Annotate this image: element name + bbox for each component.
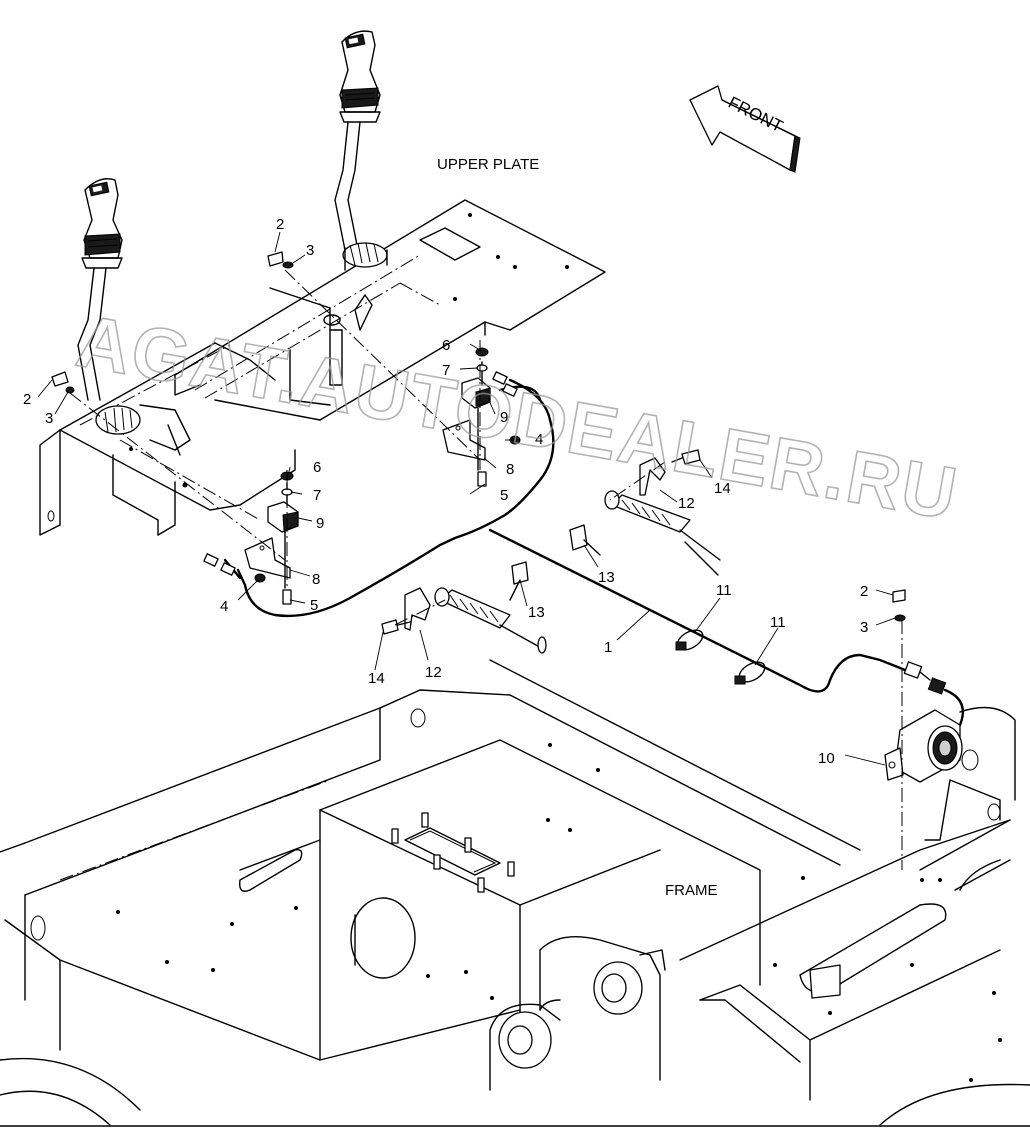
switch-bracket-lower [244,471,299,605]
gas-spring-right [604,457,721,576]
callout-8: 8 [312,571,320,588]
frame [0,659,1030,1126]
callout-5: 5 [310,597,318,614]
callout-7: 7 [313,487,321,504]
joystick-right [334,30,388,271]
callout-8: 8 [506,461,514,478]
callout-1: 1 [604,639,612,656]
callout-11: 11 [716,582,732,599]
callout-5: 5 [500,487,508,504]
callout-4: 4 [220,598,228,615]
callout-6: 6 [442,337,450,354]
callout-10: 10 [818,750,835,767]
cable-harness [223,378,965,727]
callout-2: 2 [276,216,284,233]
callout-9: 9 [316,515,324,532]
callout-3: 3 [45,410,53,427]
callout-7: 7 [442,362,450,379]
callout-13: 13 [528,604,545,621]
callout-13: 13 [598,569,615,586]
cable-clamp [675,629,766,685]
callout-3: 3 [860,619,868,636]
stud [391,812,515,893]
callout-3: 3 [306,242,314,259]
callout-2: 2 [860,583,868,600]
cable-connector [203,371,947,695]
callout-4: 4 [535,431,543,448]
bolt [51,251,906,635]
callout-12: 12 [678,495,695,512]
upper-plate-label: UPPER PLATE [437,156,539,173]
callout-14: 14 [714,480,731,497]
callout-14: 14 [368,670,385,687]
front-arrow: FRONT [689,85,801,173]
gas-spring-left [404,587,547,654]
switch-bracket-upper [442,347,521,487]
callout-6: 6 [313,459,321,476]
frame-label: FRAME [665,882,718,899]
callout-9: 9 [500,409,508,426]
callout-2: 2 [23,391,31,408]
leader-lines [37,231,896,766]
callout-11: 11 [770,614,786,631]
assembly-lines [69,269,903,870]
callout-12: 12 [425,664,442,681]
callouts: 2 3 2 3 6 7 9 4 8 5 6 7 9 8 5 4 12 14 13… [23,216,868,767]
frame-dots [116,743,1002,1082]
alarm [884,709,963,783]
watermark: AGAT.AUTODEALER.RU [71,299,964,536]
joystick-left [77,178,191,456]
